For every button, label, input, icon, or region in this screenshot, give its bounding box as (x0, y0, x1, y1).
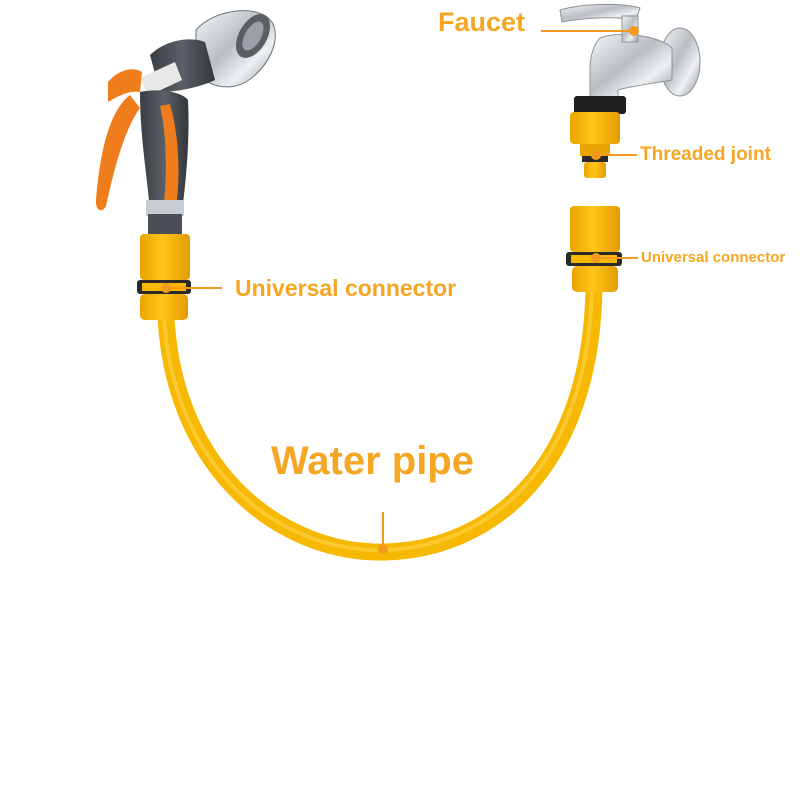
right-universal-connector (566, 206, 622, 292)
threaded-joint (570, 112, 620, 178)
water-pipe (166, 290, 594, 552)
threaded-joint-label: Threaded joint (640, 145, 771, 164)
left-universal-connector (137, 234, 191, 320)
universal-connector-right-label: Universal connector (641, 250, 785, 265)
water-pipe-highlight (164, 288, 592, 550)
universal-connector-left-label: Universal connector (235, 277, 456, 300)
spray-gun-icon (96, 8, 277, 236)
faucet-label: Faucet (438, 9, 525, 36)
faucet-icon (560, 4, 700, 114)
water-pipe-label: Water pipe (271, 441, 474, 481)
